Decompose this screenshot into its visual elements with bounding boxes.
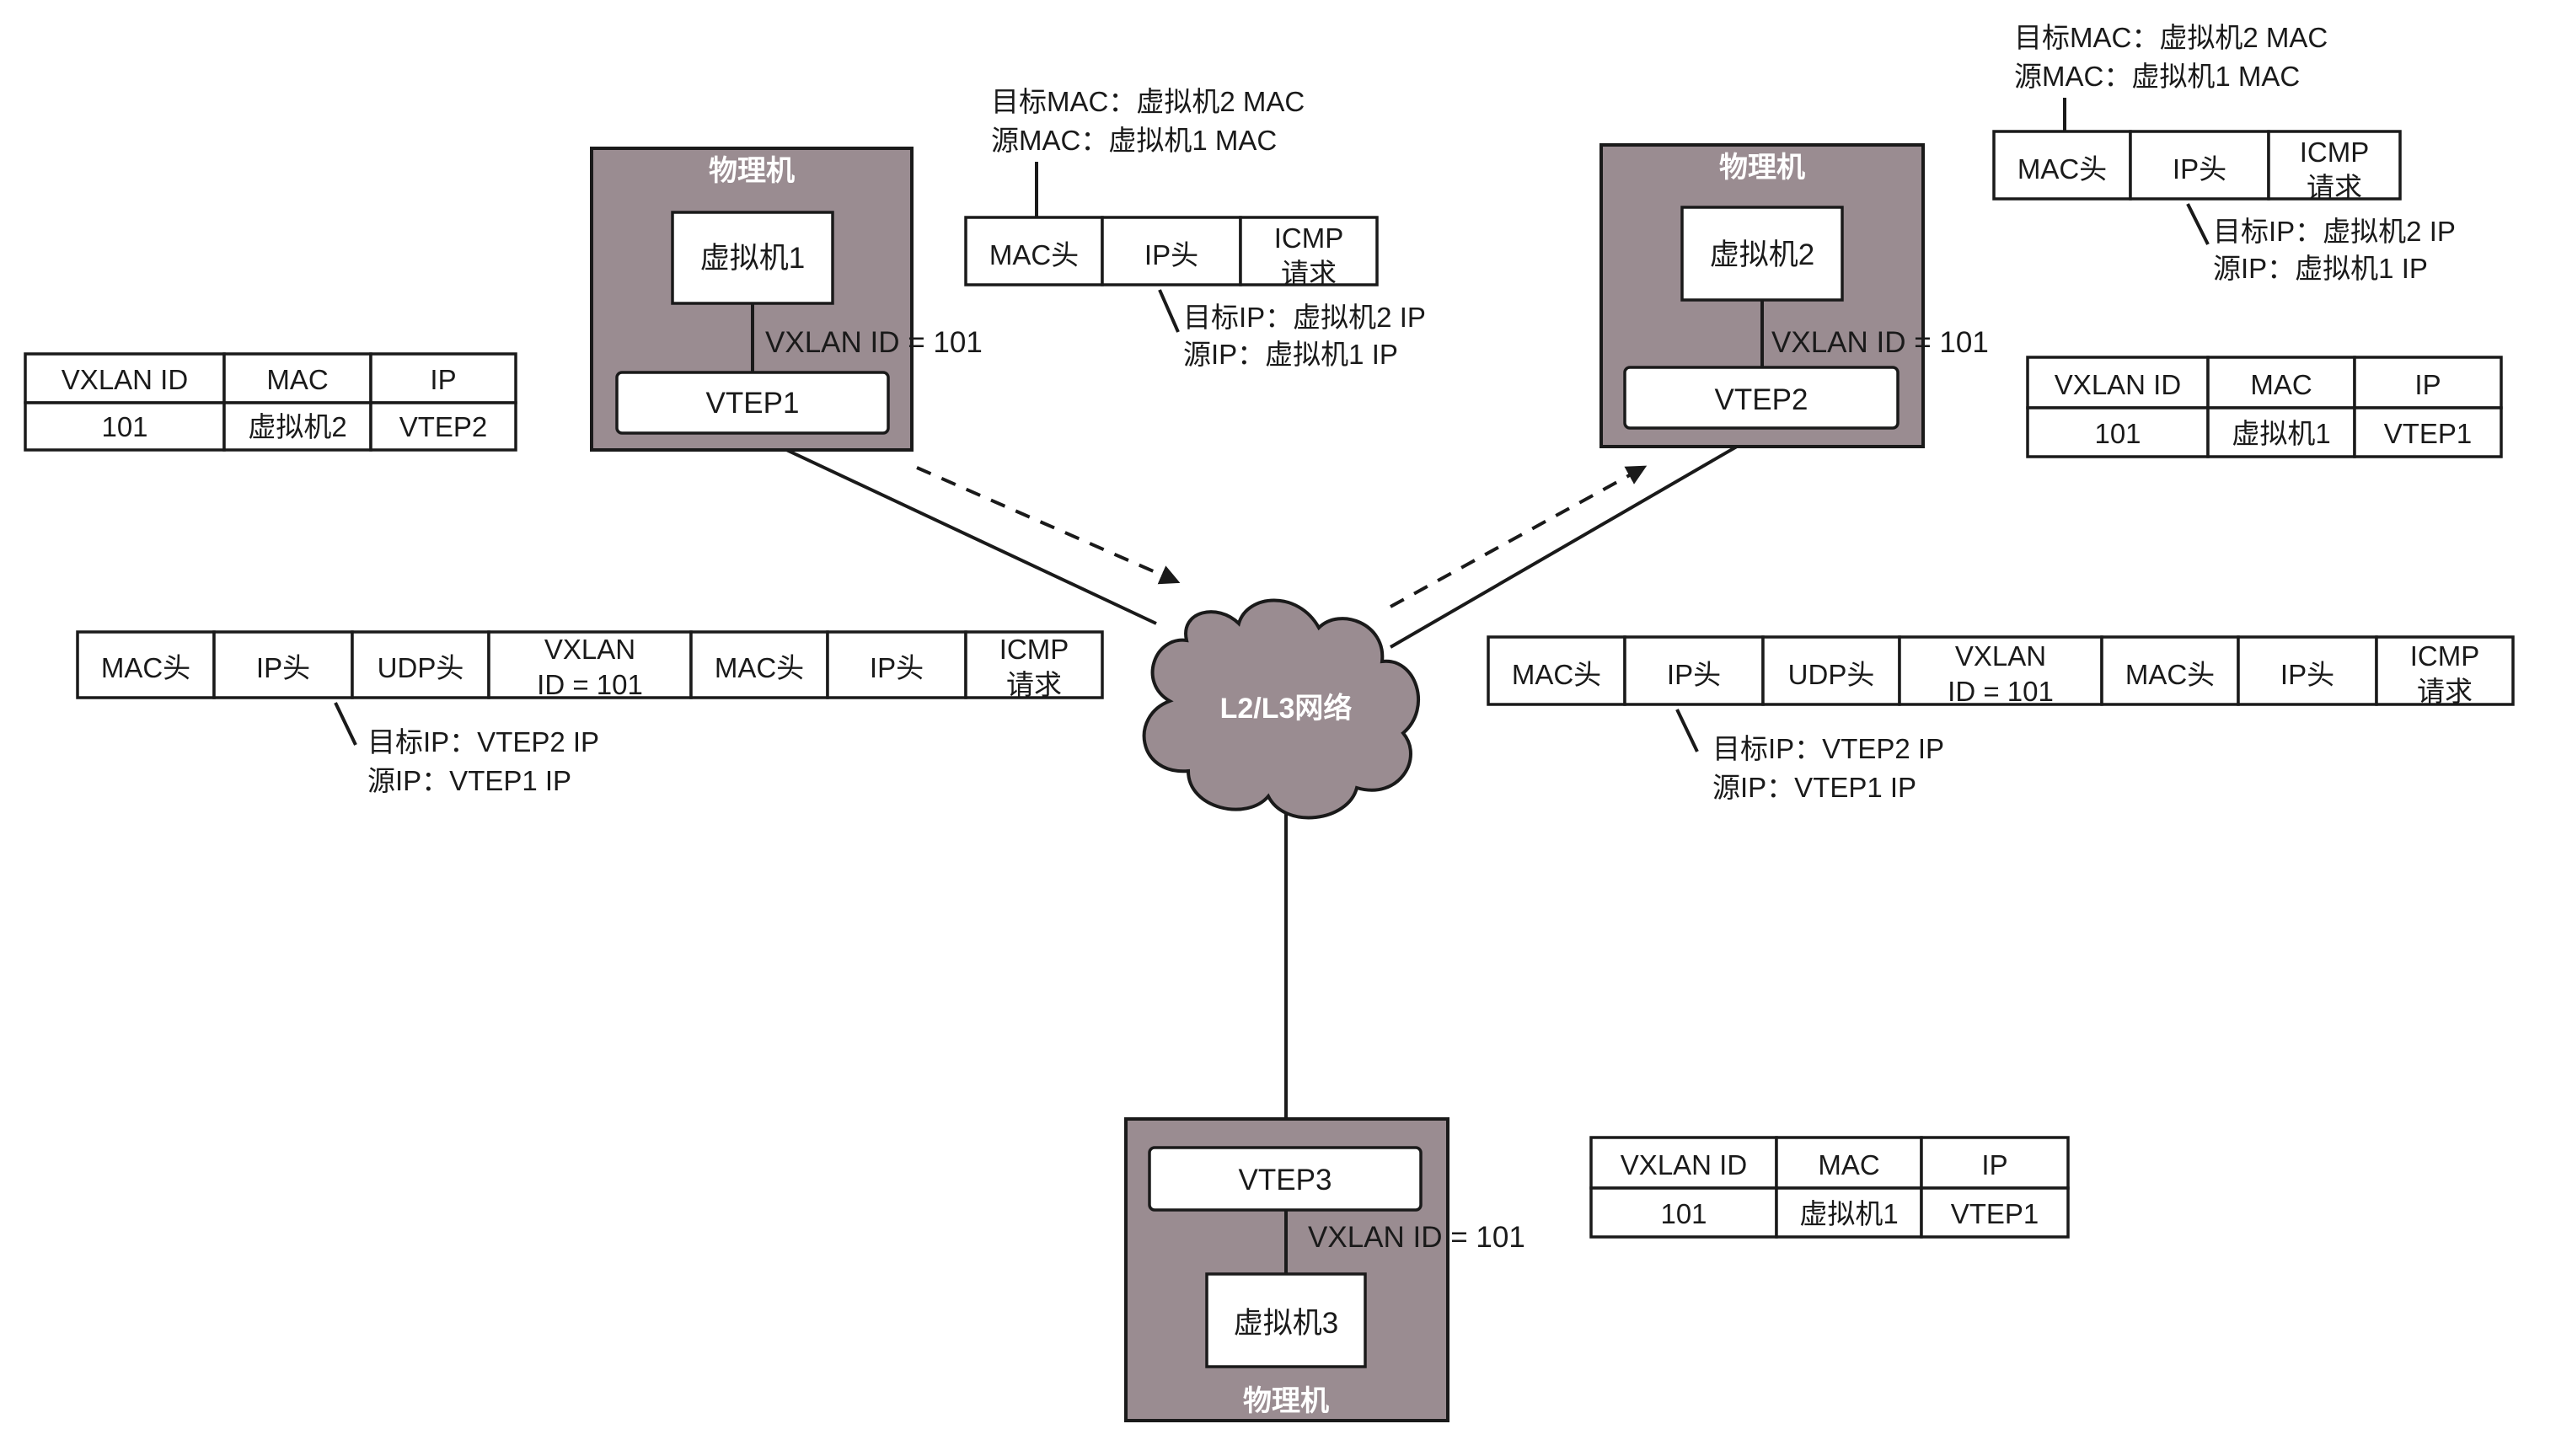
vm-1-box	[671, 211, 834, 305]
inner-right-mac-dst: 目标MAC：虚拟机2 MAC	[2014, 22, 2328, 53]
outer-right-ip-src: 源IP：VTEP1 IP	[1712, 772, 1916, 803]
outer-right-cell-vxlan-id: ID = 101	[1948, 676, 2054, 707]
flow-arrow-to-host2	[1390, 465, 1648, 608]
vm-3-label: 虚拟机3	[1234, 1307, 1338, 1340]
host-2-vxlan-label: VXLAN ID = 101	[1771, 326, 1989, 359]
inner-right-ip-dst: 目标IP：虚拟机2 IP	[2213, 216, 2456, 247]
link-vtep2-network	[1389, 430, 1765, 649]
host-1-vxlan-label: VXLAN ID = 101	[765, 326, 983, 359]
inner-left-cell-mac: MAC头	[989, 239, 1079, 270]
outer-right-cell-req: 请求	[2417, 676, 2473, 707]
network-cloud: L2/L3网络	[1142, 598, 1420, 820]
table3-header-vxlan: VXLAN ID	[1621, 1149, 1747, 1180]
host-3-label: 物理机	[1243, 1385, 1329, 1417]
forwarding-table-1: VXLAN ID MAC IP 101 虚拟机2 VTEP2	[24, 352, 517, 452]
vtep-1-label: VTEP1	[706, 387, 800, 420]
forwarding-table-3: VXLAN ID MAC IP 101 虚拟机1 VTEP1	[1589, 1136, 2070, 1239]
inner-left-cell-ip: IP头	[1144, 239, 1198, 270]
table2-cell-ip: VTEP1	[2384, 418, 2473, 449]
outer-left-ip-dst: 目标IP：VTEP2 IP	[367, 726, 599, 757]
inner-right-cell-ip: IP头	[2173, 153, 2226, 185]
vm-2-box	[1680, 206, 1844, 302]
table2-cell-vxlan: 101	[2094, 418, 2141, 449]
outer-right-cell-inner-ip: IP头	[2280, 659, 2334, 690]
outer-packet-left: MAC头 IP头 UDP头 VXLAN ID = 101 MAC头 IP头 IC…	[76, 630, 1104, 796]
table1-cell-mac: 虚拟机2	[248, 411, 346, 442]
outer-left-cell-req: 请求	[1006, 669, 1062, 700]
table3-header-ip: IP	[1981, 1149, 2007, 1180]
outer-right-cell-inner-mac: MAC头	[2125, 659, 2215, 690]
inner-left-cell-icmp: ICMP	[1274, 222, 1344, 254]
vtep-2-box	[1623, 366, 1900, 430]
inner-left-ip-dst: 目标IP：虚拟机2 IP	[1183, 302, 1426, 333]
host-2: 物理机 虚拟机2 VTEP2	[1599, 143, 1925, 448]
outer-left-cell-udp: UDP头	[378, 652, 464, 683]
inner-packet-left: 目标MAC：虚拟机2 MAC 源MAC：虚拟机1 MAC MAC头 IP头 IC…	[964, 86, 1426, 370]
outer-left-cell-icmp: ICMP	[999, 634, 1069, 665]
table3-cell-vxlan: 101	[1660, 1198, 1707, 1229]
outer-right-cell-mac: MAC头	[1512, 659, 1601, 690]
outer-right-cell-vxlan: VXLAN	[1955, 640, 2046, 672]
forwarding-table-2: VXLAN ID MAC IP 101 虚拟机1 VTEP1	[2026, 356, 2503, 458]
flow-arrow-to-network	[916, 466, 1181, 585]
host-3-vxlan-label: VXLAN ID = 101	[1308, 1221, 1525, 1254]
table2-header-ip: IP	[2414, 369, 2441, 400]
outer-left-cell-inner-mac: MAC头	[715, 652, 804, 683]
vm-2-label: 虚拟机2	[1710, 238, 1814, 271]
table1-header-vxlan: VXLAN ID	[62, 364, 188, 395]
inner-left-mac-dst: 目标MAC：虚拟机2 MAC	[991, 86, 1305, 117]
outer-left-cell-ip: IP头	[256, 652, 310, 683]
inner-right-cell-req: 请求	[2307, 172, 2362, 203]
table3-cell-mac: 虚拟机1	[1799, 1198, 1898, 1229]
vm-1-label: 虚拟机1	[700, 242, 805, 275]
inner-right-cell-icmp: ICMP	[2300, 136, 2370, 168]
inner-right-mac-src: 源MAC：虚拟机1 MAC	[2014, 61, 2300, 92]
table1-header-mac: MAC	[266, 364, 328, 395]
outer-right-cell-ip: IP头	[1667, 659, 1721, 690]
vtep-2-label: VTEP2	[1715, 383, 1808, 416]
vm-3-box	[1205, 1272, 1367, 1368]
link-vtep1-network	[753, 433, 1157, 625]
table2-header-mac: MAC	[2250, 369, 2312, 400]
outer-left-ip-src: 源IP：VTEP1 IP	[367, 765, 571, 796]
table1-header-ip: IP	[430, 364, 456, 395]
host-2-label: 物理机	[1719, 152, 1805, 184]
outer-left-cell-mac: MAC头	[101, 652, 190, 683]
outer-left-cell-vxlan-id: ID = 101	[537, 669, 643, 700]
inner-right-cell-mac: MAC头	[2017, 153, 2107, 185]
table2-header-vxlan: VXLAN ID	[2055, 369, 2181, 400]
table3-cell-ip: VTEP1	[1951, 1198, 2039, 1229]
vtep-1-box	[615, 371, 890, 435]
outer-right-cell-udp: UDP头	[1788, 659, 1875, 690]
table3-header-mac: MAC	[1818, 1149, 1879, 1180]
host-1: 物理机 虚拟机1 VTEP1	[590, 147, 914, 452]
vtep-3-label: VTEP3	[1239, 1164, 1332, 1196]
inner-packet-right: 目标MAC：虚拟机2 MAC 源MAC：虚拟机1 MAC MAC头 IP头 IC…	[1992, 22, 2456, 284]
outer-packet-right: MAC头 IP头 UDP头 VXLAN ID = 101 MAC头 IP头 IC…	[1487, 635, 2515, 803]
outer-right-cell-icmp: ICMP	[2410, 640, 2480, 672]
inner-left-cell-req: 请求	[1281, 258, 1337, 289]
host-3: VTEP3 虚拟机3 物理机	[1124, 1117, 1449, 1422]
inner-left-ip-src: 源IP：虚拟机1 IP	[1183, 339, 1398, 370]
outer-right-ip-dst: 目标IP：VTEP2 IP	[1712, 733, 1944, 764]
table1-cell-vxlan: 101	[101, 411, 147, 442]
inner-left-mac-src: 源MAC：虚拟机1 MAC	[991, 125, 1277, 156]
outer-left-cell-inner-ip: IP头	[870, 652, 924, 683]
network-label: L2/L3网络	[1220, 692, 1353, 725]
outer-left-cell-vxlan: VXLAN	[544, 634, 635, 665]
host-1-label: 物理机	[709, 155, 795, 187]
table1-cell-ip: VTEP2	[399, 411, 488, 442]
inner-right-ip-src: 源IP：虚拟机1 IP	[2213, 253, 2428, 284]
table2-cell-mac: 虚拟机1	[2232, 418, 2330, 449]
